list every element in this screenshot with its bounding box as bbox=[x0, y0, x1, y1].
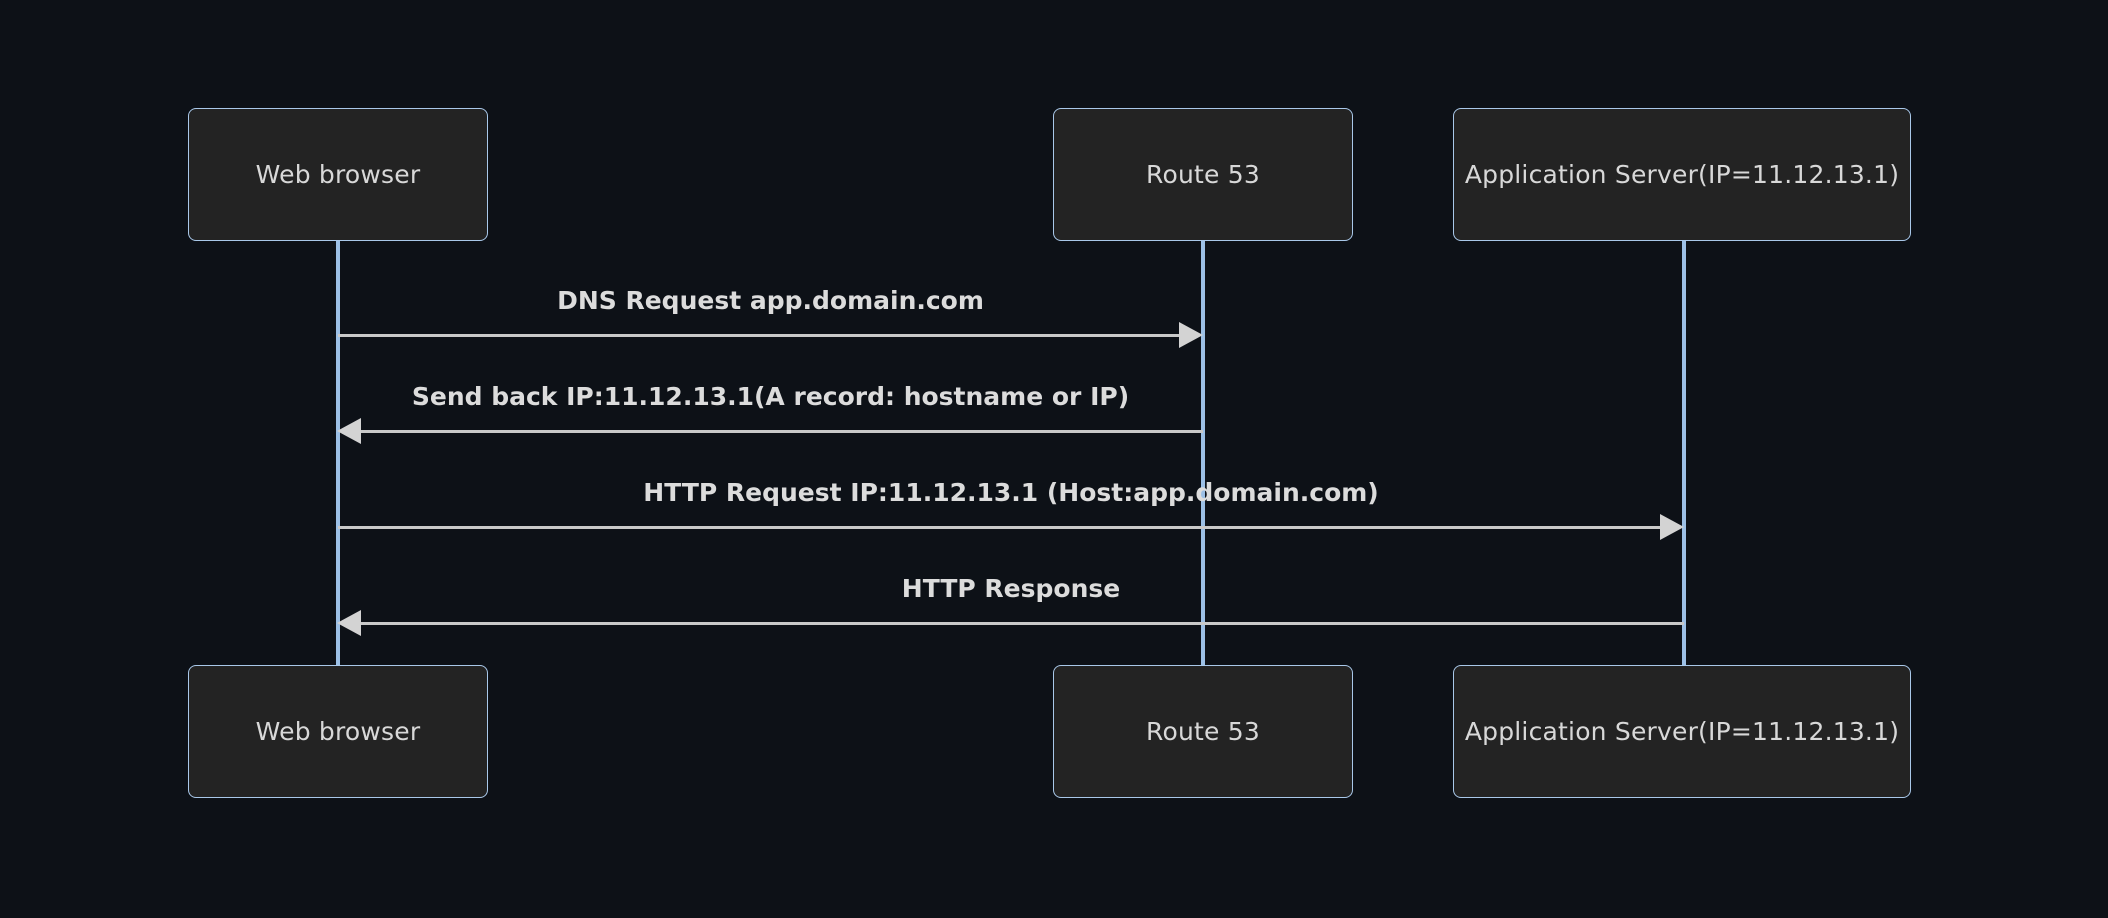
message-label-3: HTTP Request IP:11.12.13.1 (Host:app.dom… bbox=[643, 478, 1379, 507]
message-line-2 bbox=[360, 430, 1203, 433]
participant-box-appserver-top[interactable]: Application Server(IP=11.12.13.1) bbox=[1453, 108, 1911, 241]
participant-label-route53-top: Route 53 bbox=[1146, 160, 1260, 189]
message-arrowhead-1 bbox=[1179, 322, 1203, 348]
participant-label-appserver-bottom: Application Server(IP=11.12.13.1) bbox=[1464, 717, 1900, 746]
lifeline-browser bbox=[336, 241, 340, 665]
participant-box-route53-bottom[interactable]: Route 53 bbox=[1053, 665, 1353, 798]
participant-label-browser-top: Web browser bbox=[255, 160, 421, 189]
lifeline-appserver bbox=[1682, 241, 1686, 665]
participant-label-appserver-top: Application Server(IP=11.12.13.1) bbox=[1464, 160, 1900, 189]
participant-box-browser-top[interactable]: Web browser bbox=[188, 108, 488, 241]
participant-label-route53-bottom: Route 53 bbox=[1146, 717, 1260, 746]
message-label-4: HTTP Response bbox=[901, 574, 1121, 603]
message-line-3 bbox=[338, 526, 1661, 529]
lifeline-route53 bbox=[1201, 241, 1205, 665]
message-arrowhead-3 bbox=[1660, 514, 1684, 540]
message-label-1: DNS Request app.domain.com bbox=[557, 286, 984, 315]
message-line-4 bbox=[360, 622, 1684, 625]
message-arrowhead-4 bbox=[337, 610, 361, 636]
message-label-2: Send back IP:11.12.13.1(A record: hostna… bbox=[411, 382, 1130, 411]
participant-label-browser-bottom: Web browser bbox=[255, 717, 421, 746]
participant-box-browser-bottom[interactable]: Web browser bbox=[188, 665, 488, 798]
participant-box-route53-top[interactable]: Route 53 bbox=[1053, 108, 1353, 241]
participant-box-appserver-bottom[interactable]: Application Server(IP=11.12.13.1) bbox=[1453, 665, 1911, 798]
message-line-1 bbox=[338, 334, 1180, 337]
message-arrowhead-2 bbox=[337, 418, 361, 444]
